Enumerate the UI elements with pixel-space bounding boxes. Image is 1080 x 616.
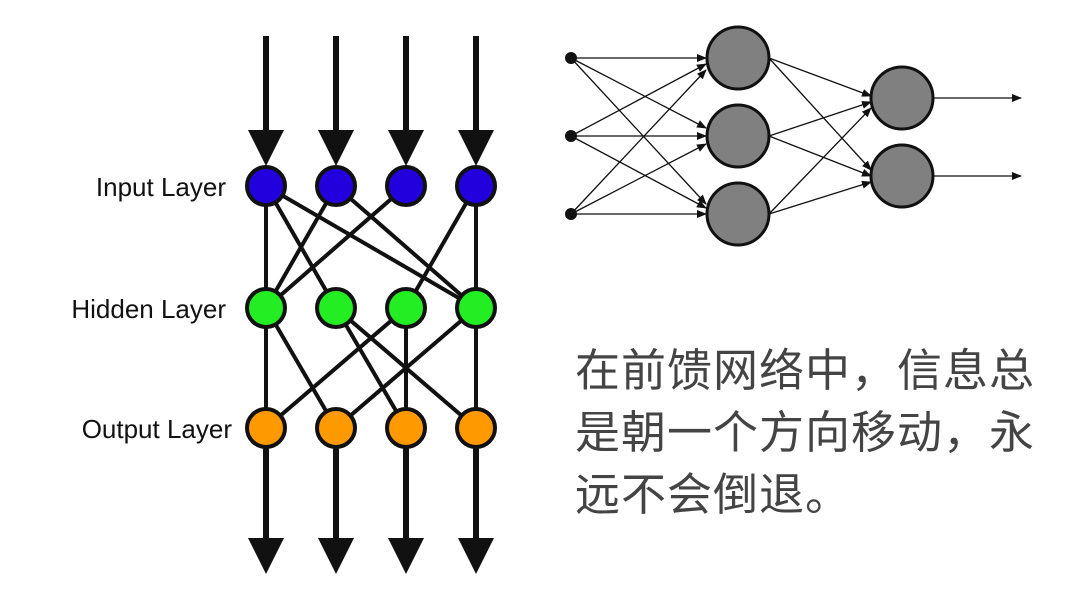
hidden-layer-nodes [245,287,497,329]
output-neuron [869,65,935,131]
hidden-output-connections [264,306,478,430]
right-input-hidden-connections [570,54,707,218]
input-node [245,165,287,207]
hidden-node [385,287,427,329]
feedforward-network-diagram [565,25,1022,247]
caption-line: 在前馈网络中，信息总 [575,344,1036,397]
input-point [565,130,577,142]
input-hidden-connections [264,184,478,310]
hidden-node [315,287,357,329]
hidden-neuron [705,181,771,247]
caption-line: 是朝一个方向移动，永 [575,406,1036,459]
hidden-node [245,287,287,329]
input-layer-label: Input Layer [96,172,226,202]
input-point [565,208,577,220]
caption-line: 远不会倒退。 [575,468,852,521]
caption-text: 在前馈网络中，信息总 是朝一个方向移动，永 远不会倒退。 [575,340,1045,526]
hidden-neuron [705,25,771,91]
hidden-neuron [705,103,771,169]
input-node [455,165,497,207]
input-node [315,165,357,207]
right-input-points [565,52,577,220]
right-hidden-nodes [705,25,771,247]
output-layer-nodes [245,407,497,449]
input-arrows [248,36,494,166]
right-output-arrows [933,94,1022,180]
input-node [385,165,427,207]
output-node [245,407,287,449]
layered-network-diagram: Input Layer Hidden Layer Output Layer [71,36,497,574]
output-layer-label: Output Layer [82,414,233,444]
right-hidden-output-connections [768,57,872,215]
output-node [455,407,497,449]
output-node [315,407,357,449]
output-arrows [248,448,494,574]
hidden-layer-label: Hidden Layer [71,294,226,324]
output-node [385,407,427,449]
hidden-node [455,287,497,329]
input-layer-nodes [245,165,497,207]
output-neuron [869,143,935,209]
input-point [565,52,577,64]
right-output-nodes [869,65,935,209]
